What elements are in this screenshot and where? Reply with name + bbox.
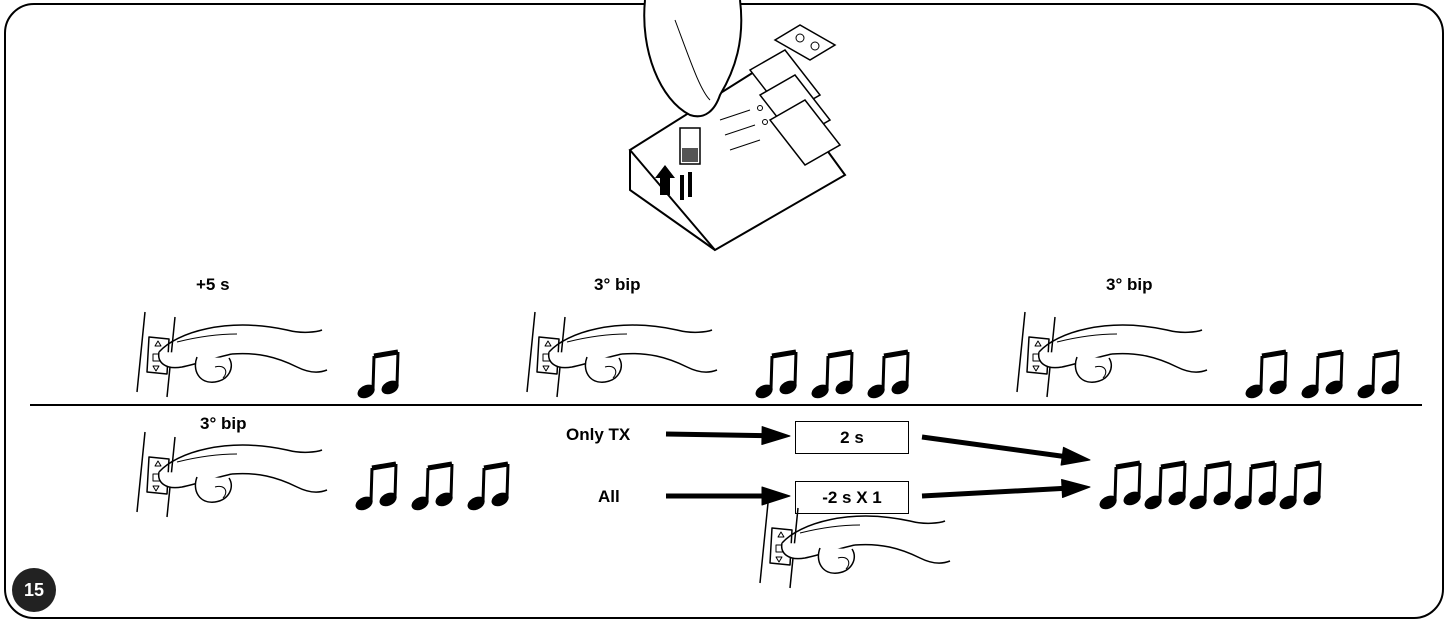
step-label-3rd-beep-a: 3° bip	[594, 275, 641, 294]
step-label-3rd-beep-c: 3° bip	[200, 414, 247, 433]
section-divider	[30, 404, 1422, 406]
double-eighth-note-icon	[811, 349, 854, 399]
double-eighth-note-icon	[467, 461, 510, 511]
option-all: All	[598, 487, 620, 506]
step-label-plus5s: +5 s	[196, 275, 230, 294]
time-box-all: -2 s X 1	[795, 481, 909, 514]
double-eighth-note-icon	[867, 349, 910, 399]
double-eighth-note-icon	[1301, 349, 1344, 399]
time-box-only-tx: 2 s	[795, 421, 909, 454]
double-eighth-note-icon	[357, 349, 400, 399]
double-eighth-note-icon	[1245, 349, 1288, 399]
double-eighth-note-icon	[1189, 460, 1232, 510]
hand-pressing-button-icon	[136, 431, 328, 518]
hand-pressing-button-icon	[759, 502, 951, 589]
hand-pressing-button-icon	[136, 311, 328, 398]
right-arrow-icon	[921, 434, 1091, 466]
figure-number-badge: 15	[12, 568, 56, 612]
double-eighth-note-icon	[1234, 460, 1277, 510]
double-eighth-note-icon	[1279, 460, 1322, 510]
right-arrow-icon	[666, 486, 791, 506]
option-only-tx: Only TX	[566, 425, 631, 444]
step-label-3rd-beep-b: 3° bip	[1106, 275, 1153, 294]
double-eighth-note-icon	[411, 461, 454, 511]
double-eighth-note-icon	[355, 461, 398, 511]
double-eighth-note-icon	[1099, 460, 1142, 510]
right-arrow-icon	[665, 426, 791, 446]
double-eighth-note-icon	[755, 349, 798, 399]
hand-pressing-button-icon	[1016, 311, 1208, 398]
receiver-board-jumper-icon	[628, 0, 847, 252]
right-arrow-icon	[921, 479, 1091, 499]
double-eighth-note-icon	[1357, 349, 1400, 399]
hand-pressing-button-icon	[526, 311, 718, 398]
double-eighth-note-icon	[1144, 460, 1187, 510]
